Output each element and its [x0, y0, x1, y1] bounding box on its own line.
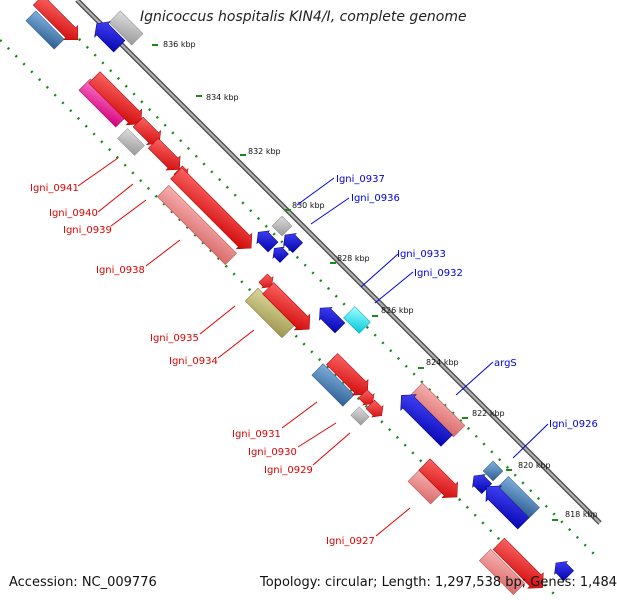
- leader-lines-left: [77, 157, 411, 537]
- gene-cyan-0932[interactable]: [343, 306, 371, 334]
- gene-grey-top[interactable]: [108, 10, 144, 46]
- gene-blue-0926[interactable]: [479, 479, 531, 531]
- kbp-ticks: [152, 44, 558, 521]
- gene-blue-bottom[interactable]: [550, 557, 575, 582]
- gene-red-0931[interactable]: [324, 351, 375, 402]
- tick-label-832: 832 kbp: [248, 147, 281, 156]
- gene-red-long[interactable]: [168, 165, 259, 256]
- label-igni-0936: Igni_0936: [351, 193, 400, 204]
- gene-grey-0929[interactable]: [350, 406, 370, 426]
- gene-red-0934[interactable]: [260, 280, 317, 337]
- label-igni-0941: Igni_0941: [30, 183, 79, 194]
- genome-map: 836 kbp 834 kbp 832 kbp 830 kbp 828 kbp …: [0, 0, 602, 600]
- label-igni-0930: Igni_0930: [248, 447, 297, 458]
- label-igni-0939: Igni_0939: [63, 225, 112, 236]
- label-igni-0937: Igni_0937: [336, 174, 385, 185]
- accession-text: Accession: NC_009776: [9, 575, 157, 590]
- gene-salmon-0938[interactable]: [157, 185, 237, 265]
- gene-blue-0936b[interactable]: [269, 243, 290, 264]
- gene-red-bottom[interactable]: [491, 536, 550, 595]
- gene-steelblue-0926b[interactable]: [498, 476, 540, 518]
- label-igni-0935: Igni_0935: [150, 333, 199, 344]
- label-igni-0932: Igni_0932: [414, 268, 463, 279]
- gene-steelblue-0926[interactable]: [482, 460, 504, 482]
- gene-red-0929[interactable]: [365, 399, 388, 422]
- tick-label-824: 824 kbp: [426, 358, 459, 367]
- gene-red-0934-small[interactable]: [258, 273, 278, 293]
- gene-red-top[interactable]: [31, 0, 85, 47]
- tick-label-828: 828 kbp: [337, 254, 370, 263]
- map-title: Ignicoccus hospitalis KIN4/I, complete g…: [140, 9, 467, 25]
- tick-label-826: 826 kbp: [381, 306, 414, 315]
- gene-steelblue-0931[interactable]: [311, 363, 355, 407]
- label-igni-0933: Igni_0933: [397, 249, 446, 260]
- label-igni-0938: Igni_0938: [96, 265, 145, 276]
- tick-label-818: 818 kbp: [565, 510, 598, 519]
- tick-label-830: 830 kbp: [292, 201, 325, 210]
- tick-label-820: 820 kbp: [518, 461, 551, 470]
- gene-steelblue-top[interactable]: [25, 10, 65, 50]
- label-igni-0926: Igni_0926: [549, 419, 598, 430]
- gene-red-0941a[interactable]: [87, 70, 149, 132]
- label-args: argS: [494, 358, 517, 369]
- gene-red-0939[interactable]: [146, 136, 186, 176]
- gene-blue-0937[interactable]: [252, 226, 280, 254]
- gene-grey-0937[interactable]: [271, 215, 293, 237]
- gene-blue-0933[interactable]: [314, 302, 347, 335]
- gene-red-0930[interactable]: [357, 388, 378, 409]
- gene-grey-0941[interactable]: [117, 128, 145, 156]
- tick-label-834: 834 kbp: [206, 93, 239, 102]
- leader-lines-right: [296, 177, 549, 459]
- gene-salmon-bottom[interactable]: [479, 549, 525, 595]
- gene-blue-args[interactable]: [394, 388, 455, 449]
- label-igni-0927: Igni_0927: [326, 536, 375, 547]
- tick-label-822: 822 kbp: [472, 409, 505, 418]
- label-igni-0940: Igni_0940: [49, 208, 98, 219]
- topology-text: Topology: circular; Length: 1,297,538 bp…: [260, 575, 617, 590]
- tick-label-836: 836 kbp: [163, 40, 196, 49]
- label-igni-0934: Igni_0934: [169, 356, 218, 367]
- label-igni-0931: Igni_0931: [232, 429, 281, 440]
- tick-track-outer: [39, 0, 601, 561]
- gene-blue-0926a[interactable]: [468, 470, 493, 495]
- label-igni-0929: Igni_0929: [264, 465, 313, 476]
- gene-blue-0936[interactable]: [279, 229, 304, 254]
- genome-backbone-highlight: [76, 0, 601, 524]
- gene-red-0927[interactable]: [417, 457, 465, 505]
- gene-blue-top[interactable]: [89, 16, 127, 54]
